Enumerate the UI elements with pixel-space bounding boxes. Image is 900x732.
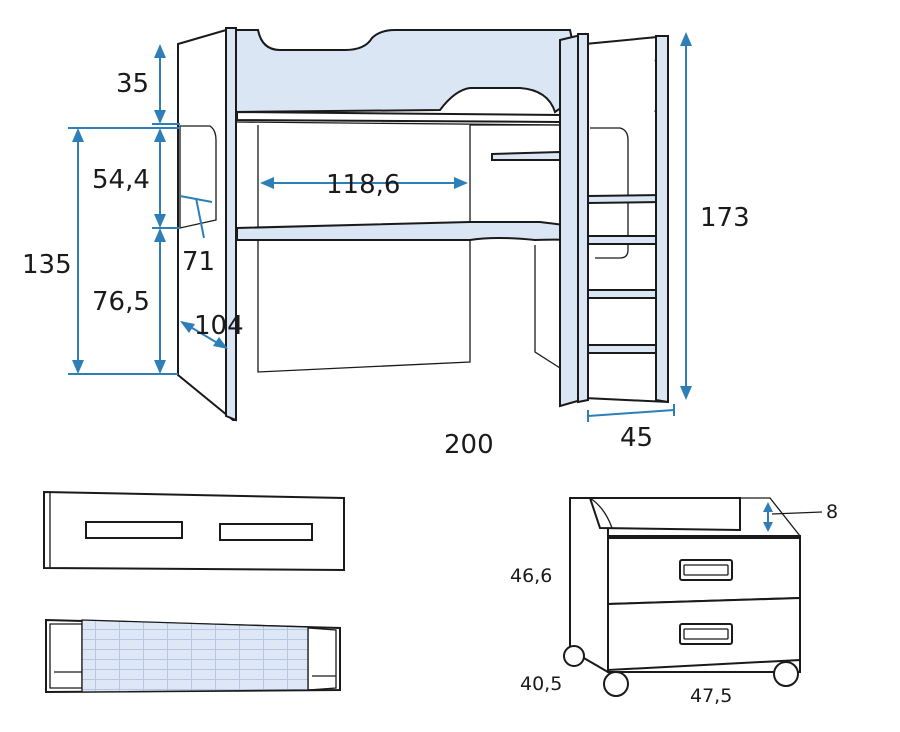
front-panel-handle-right bbox=[219, 523, 313, 541]
bed-underside bbox=[236, 121, 561, 126]
loft-bed-dimensions bbox=[68, 32, 692, 422]
loft-bed-drawing bbox=[177, 27, 669, 422]
drawer-bottom-handle bbox=[679, 623, 733, 645]
drawer-top-handle bbox=[679, 559, 733, 581]
label-overall-height: 173 bbox=[700, 203, 750, 233]
left-panel-cutout bbox=[179, 125, 217, 229]
back-panel bbox=[257, 125, 471, 373]
bed-platform bbox=[232, 29, 575, 114]
label-overall-length: 200 bbox=[444, 430, 494, 460]
left-front-post bbox=[225, 27, 237, 422]
front-panel-handle-left bbox=[85, 521, 183, 539]
caster-back-left bbox=[563, 645, 585, 667]
label-drawer-depth: 40,5 bbox=[520, 673, 562, 695]
dim-line-ladder-depth bbox=[587, 409, 675, 417]
caster-front-left bbox=[603, 671, 629, 697]
label-side-depth: 104 bbox=[194, 311, 244, 341]
ladder-rung-4 bbox=[587, 344, 663, 354]
drawer-top bbox=[607, 537, 801, 606]
caster-front-right bbox=[773, 661, 799, 687]
label-desk-height: 76,5 bbox=[92, 287, 150, 317]
drawer-bottom bbox=[607, 596, 801, 672]
ladder-post bbox=[577, 33, 589, 404]
ladder-far-post bbox=[655, 35, 669, 404]
loft-bed-labels: 35 135 54,4 76,5 118,6 71 104 173 200 45 bbox=[22, 69, 750, 460]
bed-platform-edge bbox=[236, 110, 561, 124]
ladder-rung-2 bbox=[587, 235, 663, 245]
drawer-unit-back bbox=[588, 497, 741, 532]
drawer-unit-labels: 8 46,6 40,5 47,5 bbox=[510, 501, 838, 707]
label-ladder-depth: 45 bbox=[620, 423, 653, 453]
front-panel-drawing bbox=[43, 490, 345, 572]
desk-leg-inner bbox=[534, 245, 561, 369]
ladder-rung-1 bbox=[587, 193, 663, 205]
label-upper-section: 54,4 bbox=[92, 165, 150, 195]
label-rim-height: 8 bbox=[826, 501, 838, 523]
label-top-gap: 35 bbox=[116, 69, 149, 99]
drawer-unit-drawing bbox=[563, 497, 823, 697]
ladder-rung-3 bbox=[587, 289, 663, 299]
front-panel-body bbox=[43, 490, 345, 572]
label-desk-width: 118,6 bbox=[326, 170, 400, 200]
slatted-base-slats bbox=[81, 619, 309, 693]
label-drawer-width: 47,5 bbox=[690, 685, 732, 707]
label-desk-depth: 71 bbox=[182, 247, 215, 277]
slatted-base-drawing bbox=[45, 618, 341, 694]
label-drawer-height: 46,6 bbox=[510, 565, 552, 587]
label-total-height: 135 bbox=[22, 250, 72, 280]
dim-line-desk-depth bbox=[195, 197, 205, 239]
